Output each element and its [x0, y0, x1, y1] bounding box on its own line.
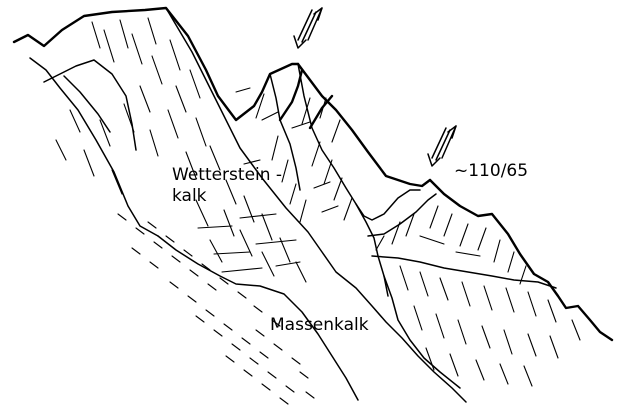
label-wetterstein-line2: kalk — [172, 186, 207, 206]
ridge-outline-left — [14, 8, 298, 120]
fault-arrow-lower — [428, 126, 456, 166]
label-wetterstein-line1: Wetterstein - — [172, 165, 282, 185]
joint-hatching-main — [56, 18, 306, 282]
ridge-outline-right — [430, 180, 612, 340]
scree-dashes — [118, 214, 314, 404]
label-orientation: ~110/65 — [454, 161, 528, 181]
cliff-edge-main — [166, 8, 466, 402]
joint-hatching-right — [376, 206, 580, 386]
central-block-edge-2 — [298, 64, 388, 296]
right-block-edge-2 — [368, 194, 436, 236]
central-block-edge-4 — [310, 96, 332, 128]
inner-slab-1 — [30, 58, 158, 236]
fault-arrow-upper — [294, 8, 322, 48]
central-block-edge-3 — [280, 70, 302, 120]
ridge-outline-peak — [298, 64, 430, 186]
right-block-edge-3 — [372, 256, 556, 288]
label-massenkalk: Massenkalk — [270, 315, 369, 335]
